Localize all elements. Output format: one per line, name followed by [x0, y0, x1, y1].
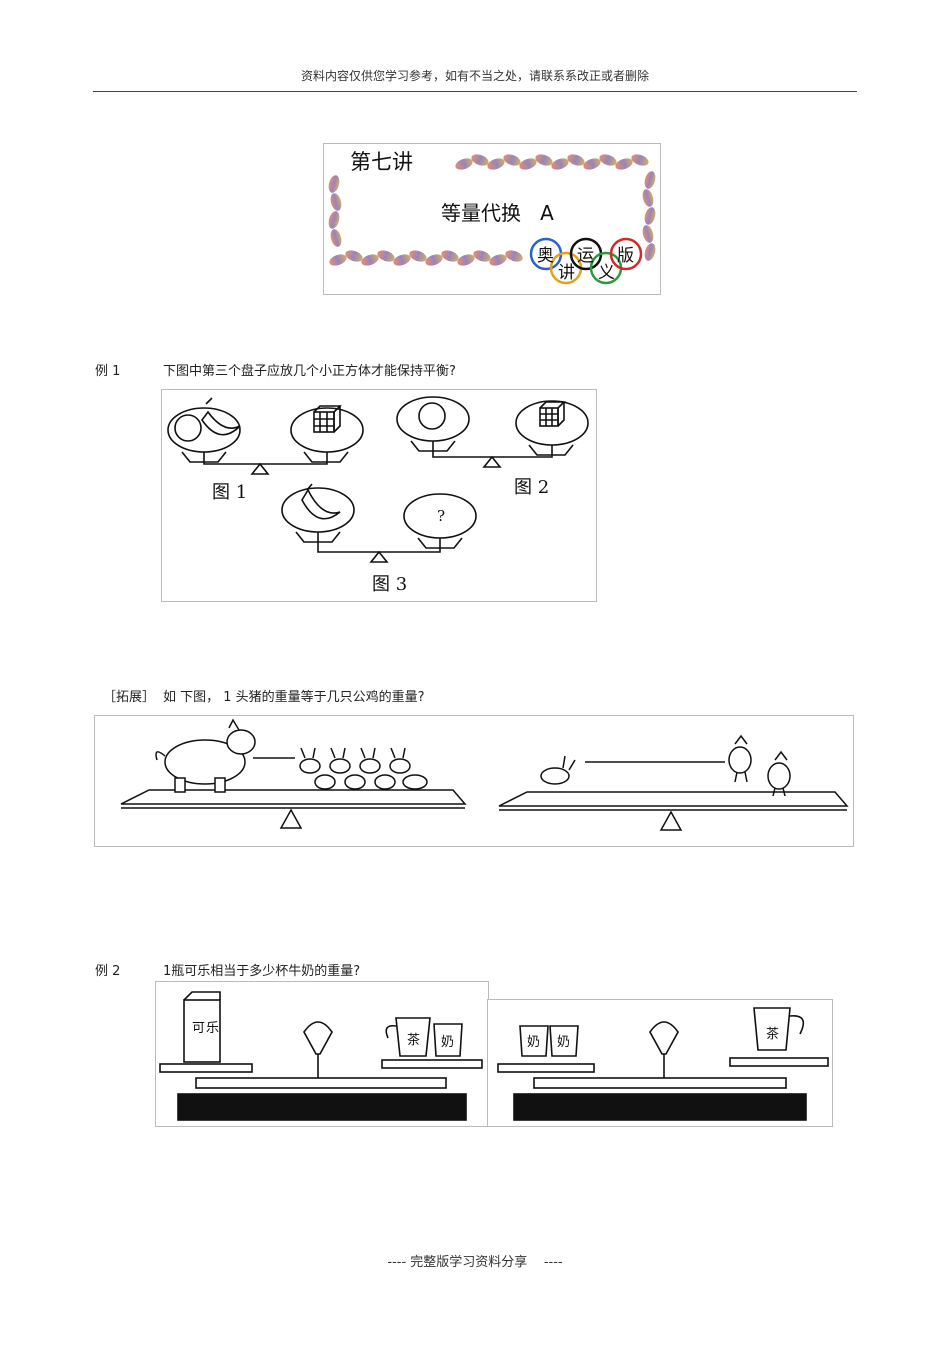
leaf-garland-border: 奥 讲 运 义 版 [328, 154, 656, 285]
header-divider [93, 91, 857, 92]
figure-label-1: 图 1 [212, 482, 247, 503]
cola-label-1: 可 [192, 1021, 205, 1036]
extension-figure [94, 715, 854, 847]
badge-char-yi: 义 [598, 263, 615, 283]
page-footer-note: ---- 完整版学习资料分享 ---- [387, 1255, 563, 1270]
lecture-topic: 等量代换 A [441, 201, 554, 225]
badge-char-jiang: 讲 [558, 263, 575, 283]
example1-figure: 图 1 图 2 图 3 ? [161, 389, 597, 602]
example1-question: 下图中第三个盘子应放几个小正方体才能保持平衡? [163, 364, 456, 379]
figure-label-2: 图 2 [514, 477, 549, 498]
tea-cup-label: 茶 [407, 1032, 420, 1048]
extension-label: ［拓展］ [103, 690, 156, 705]
example2-question: 1瓶可乐相当于多少杯牛奶的重量? [163, 964, 361, 979]
milk-cup-label-a: 奶 [527, 1035, 540, 1050]
cola-label-2: 乐 [206, 1021, 219, 1036]
example2-figure-left: 可 乐 茶 奶 [155, 981, 489, 1127]
page-header-note: 资料内容仅供您学习参考，如有不当之处，请联系系改正或者删除 [300, 69, 649, 83]
example2-figure-right: 奶 奶 茶 [487, 999, 833, 1127]
example1-label: 例 1 [95, 364, 121, 379]
scale-cola-vs-tea-milk: 可 乐 茶 奶 [159, 991, 483, 1121]
olympic-rings-icon [529, 237, 643, 285]
title-card: 奥 讲 运 义 版 [323, 143, 661, 295]
example2-label: 例 2 [95, 964, 121, 979]
badge-char-ban: 版 [617, 246, 634, 266]
unknown-quantity-mark: ? [437, 507, 445, 525]
milk-cup-label: 奶 [441, 1035, 454, 1050]
badge-char-ao: 奥 [537, 246, 554, 266]
seesaw-pig-rabbits-roosters [120, 718, 849, 831]
tea-cup-label-right: 茶 [766, 1026, 779, 1042]
badge-char-yun: 运 [577, 246, 594, 266]
figure-label-3: 图 3 [372, 574, 407, 595]
balance-scales-fruit-cubes: 图 1 图 2 图 3 ? [167, 396, 589, 595]
scale-milk-vs-tea: 奶 奶 茶 [497, 1007, 829, 1121]
lecture-number: 第七讲 [350, 150, 413, 174]
milk-cup-label-b: 奶 [557, 1035, 570, 1050]
extension-question: 如 下图， 1 头猪的重量等于几只公鸡的重量? [163, 690, 425, 705]
